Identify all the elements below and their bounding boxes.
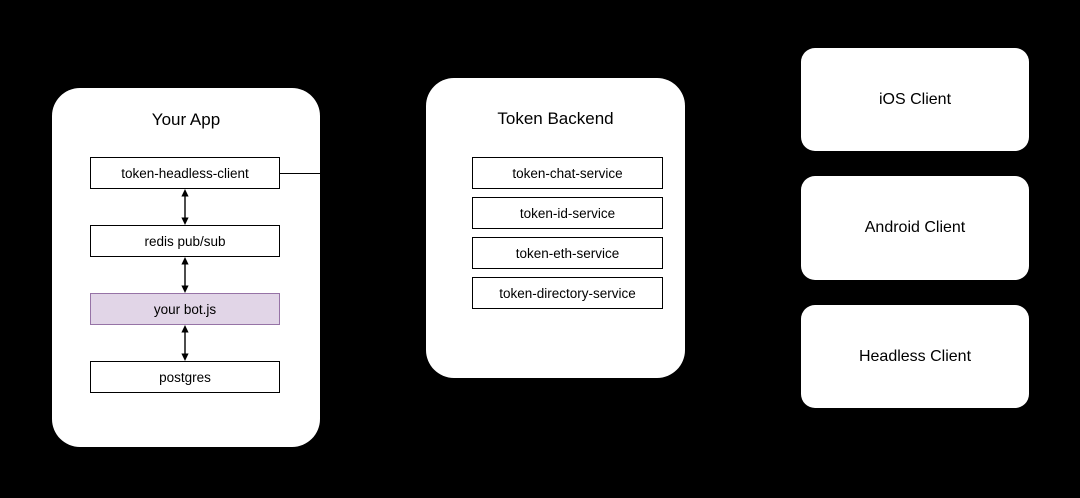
service-box-label: token-directory-service: [499, 285, 636, 301]
service-box-redis-pubsub[interactable]: redis pub/sub: [90, 225, 280, 257]
service-box-label: token-id-service: [519, 205, 616, 221]
client-card-label: iOS Client: [878, 90, 952, 108]
service-box-token-chat-service[interactable]: token-chat-service: [472, 157, 663, 189]
service-box-label: token-eth-service: [515, 245, 620, 261]
client-card-ios[interactable]: iOS Client: [801, 48, 1029, 151]
service-box-token-eth-service[interactable]: token-eth-service: [472, 237, 663, 269]
connector-headless-client-outbound: [280, 173, 321, 174]
group-title-your-app: Your App: [151, 110, 221, 129]
group-title-token-backend: Token Backend: [497, 109, 614, 128]
service-box-label: token-headless-client: [121, 165, 249, 181]
service-box-token-headless-client[interactable]: token-headless-client: [90, 157, 280, 189]
service-box-postgres[interactable]: postgres: [90, 361, 280, 393]
client-card-label: Android Client: [864, 219, 966, 236]
service-box-label: redis pub/sub: [144, 233, 226, 249]
service-box-token-directory-service[interactable]: token-directory-service: [472, 277, 663, 309]
arrow-bot-to-postgres: [178, 325, 192, 361]
service-box-label: token-chat-service: [512, 165, 623, 181]
arrow-headless-to-redis: [178, 189, 192, 225]
arrow-redis-to-bot: [178, 257, 192, 293]
client-card-android[interactable]: Android Client: [801, 176, 1029, 280]
client-card-label: Headless Client: [858, 347, 972, 365]
service-box-label: postgres: [159, 369, 211, 385]
service-box-token-id-service[interactable]: token-id-service: [472, 197, 663, 229]
service-box-label: your bot.js: [153, 301, 217, 317]
service-box-your-bot-js[interactable]: your bot.js: [90, 293, 280, 325]
client-card-headless[interactable]: Headless Client: [801, 305, 1029, 408]
